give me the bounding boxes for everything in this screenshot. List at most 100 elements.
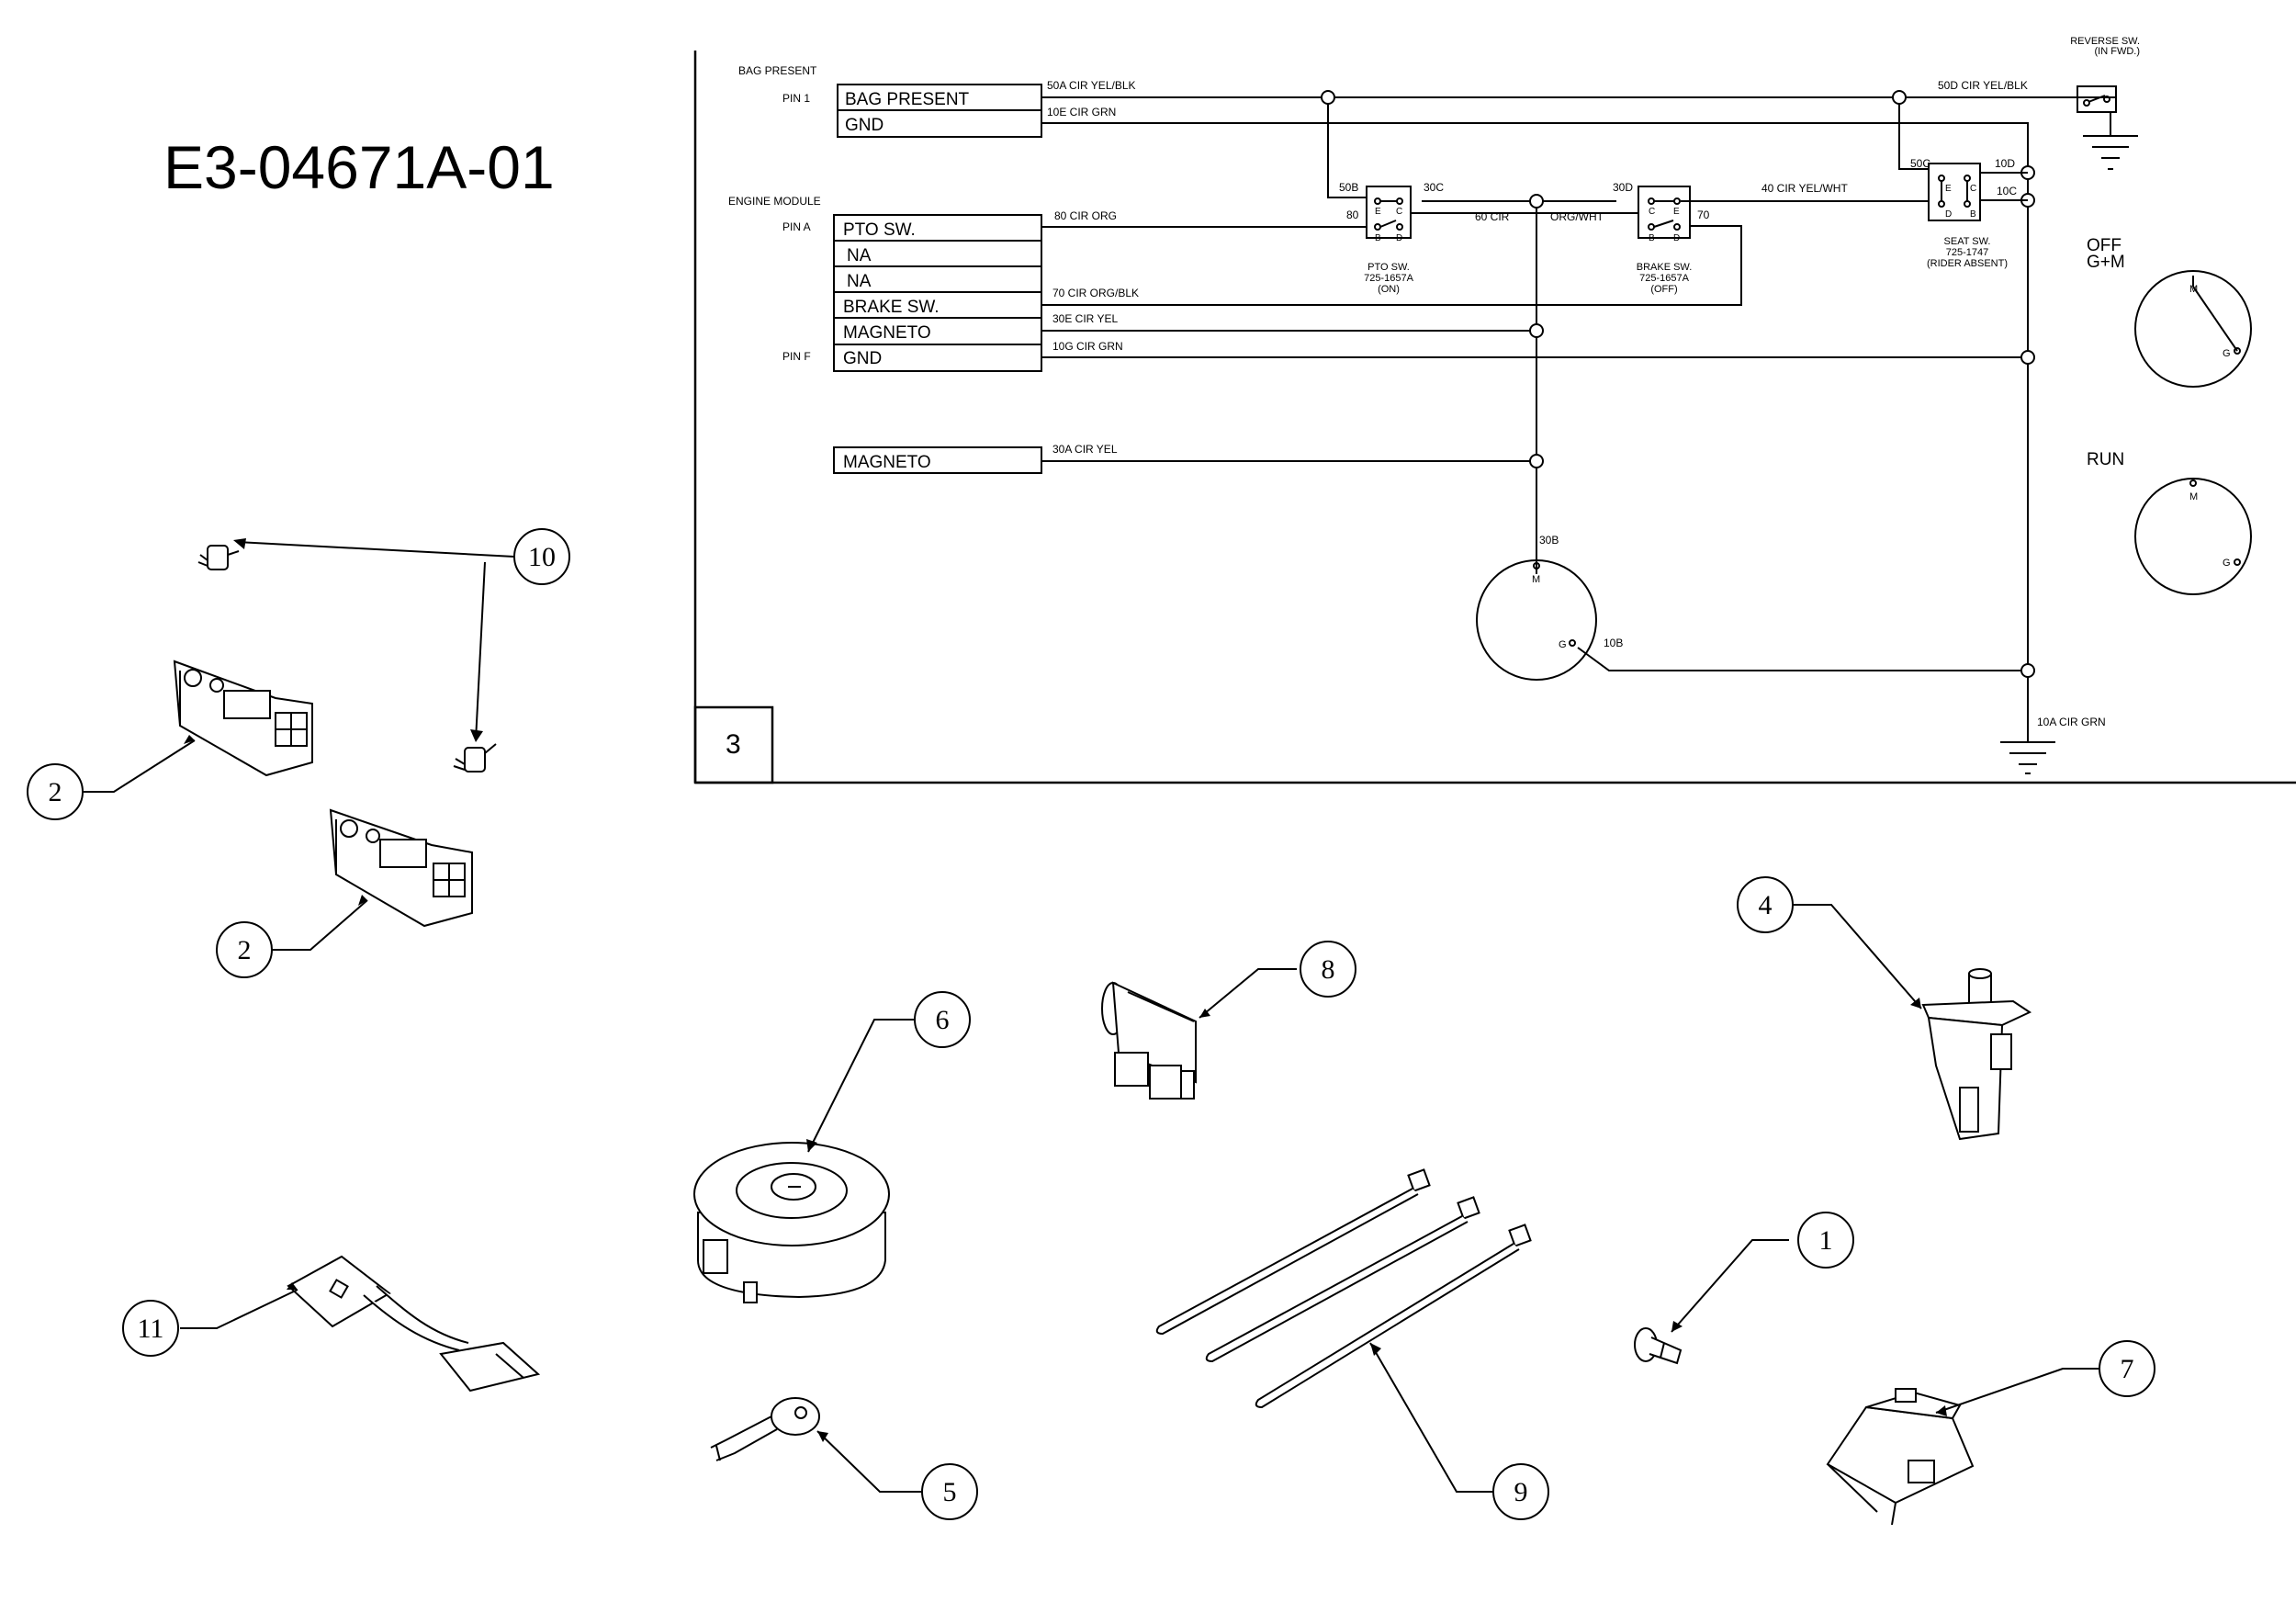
brake-pole-d: D — [1673, 233, 1680, 243]
callout-10-circle — [513, 528, 570, 585]
terminal-50b: 50B — [1339, 181, 1358, 194]
pto-switch-part — [1101, 981, 1197, 1100]
terminal-80: 80 — [1346, 209, 1359, 221]
terminal-10b: 10B — [1604, 637, 1623, 649]
wire-10g: 10G CIR GRN — [1052, 340, 1123, 353]
screw-part — [1634, 1327, 1683, 1365]
bolt-part-top — [197, 545, 240, 570]
magneto-symbol — [1476, 559, 1597, 681]
callout-9: 9 — [1514, 1477, 1528, 1507]
brake-pole-e: E — [1673, 207, 1680, 217]
callout-1-circle — [1797, 1212, 1854, 1269]
reverse-switch-state: (IN FWD.) — [2095, 46, 2140, 57]
run-dial-pole-g: G — [2223, 558, 2231, 569]
ignition-switch-part — [693, 1142, 890, 1303]
callout-2a: 2 — [49, 777, 62, 807]
engine-pin-na-2: NA — [847, 272, 872, 291]
run-dial-pole-m: M — [2189, 491, 2198, 502]
wire-80: 80 CIR ORG — [1054, 209, 1117, 222]
pto-pole-c: C — [1396, 207, 1402, 217]
callout-2b: 2 — [238, 935, 252, 965]
terminal-10d: 10D — [1995, 157, 2015, 170]
magneto-connector-label: MAGNETO — [843, 453, 931, 472]
callout-6: 6 — [936, 1005, 950, 1035]
terminal-10c: 10C — [1997, 185, 2017, 197]
wiring-schematic — [693, 51, 2296, 784]
wire-30e: 30E CIR YEL — [1052, 312, 1118, 325]
engine-pin-pto: PTO SW. — [843, 220, 916, 240]
callout-4: 4 — [1759, 890, 1773, 920]
terminal-70: 70 — [1697, 209, 1710, 221]
engine-pin-magneto: MAGNETO — [843, 323, 931, 343]
ignition-run-dial — [2134, 478, 2252, 595]
pin-1-label: PIN 1 — [782, 92, 810, 105]
pto-switch-label: PTO SW. — [1367, 262, 1410, 273]
callout-8: 8 — [1322, 954, 1335, 985]
magneto-pole-m: M — [1532, 574, 1540, 585]
wire-30a: 30A CIR YEL — [1052, 443, 1118, 456]
seat-pole-c: C — [1970, 184, 1976, 194]
wire-70: 70 CIR ORG/BLK — [1052, 287, 1139, 299]
engine-pin-brake: BRAKE SW. — [843, 298, 940, 317]
schematic-page-number: 3 — [726, 729, 741, 760]
bag-present-header: BAG PRESENT — [738, 64, 817, 77]
callout-4-circle — [1737, 876, 1794, 933]
seat-pole-e: E — [1945, 184, 1952, 194]
harness-connector-2 — [329, 808, 473, 928]
bolt-part-bottom — [453, 743, 497, 773]
bag-present-connector — [837, 84, 1042, 138]
reverse-switch-label: REVERSE SW. — [2070, 36, 2140, 47]
callout-1: 1 — [1819, 1225, 1833, 1256]
callout-7: 7 — [2121, 1354, 2134, 1384]
brake-switch-symbol — [1638, 186, 1691, 239]
wire-60: 60 CIR — [1475, 210, 1510, 223]
terminal-50c: 50C — [1910, 157, 1930, 170]
callout-5: 5 — [943, 1477, 957, 1507]
pto-switch-part: 725-1657A — [1364, 273, 1413, 284]
engine-pin-gnd: GND — [843, 349, 882, 368]
parts-illustrations — [173, 545, 2032, 1526]
pto-switch-symbol — [1366, 186, 1412, 239]
pto-switch-state: (ON) — [1378, 284, 1400, 295]
callout-11-circle — [122, 1300, 179, 1357]
ignition-run-label: RUN — [2087, 450, 2124, 469]
off-dial-pole-g: G — [2223, 348, 2231, 359]
terminal-30b: 30B — [1539, 534, 1559, 547]
connector-block-part — [1826, 1388, 1975, 1526]
callout-leaders — [83, 541, 2099, 1493]
callout-5-circle — [921, 1463, 978, 1520]
pto-pole-b: B — [1375, 233, 1381, 243]
magneto-pole-g: G — [1559, 639, 1567, 650]
callout-bubbles — [27, 528, 2155, 1520]
key-part — [710, 1397, 820, 1461]
off-dial-pole-m: M — [2189, 284, 2198, 295]
brake-switch-part: 725-1657A — [1639, 273, 1689, 284]
brake-pole-c: C — [1649, 207, 1655, 217]
pin-f-label: PIN F — [782, 350, 811, 363]
wire-50d: 50D CIR YEL/BLK — [1938, 79, 2028, 92]
wire-60-color: ORG/WHT — [1550, 210, 1604, 223]
engine-module-connector — [833, 214, 1042, 372]
callout-2a-circle — [27, 763, 84, 820]
brake-switch-label: BRAKE SW. — [1637, 262, 1693, 273]
engine-pin-na-1: NA — [847, 246, 872, 265]
connector-bag-pin-1: BAG PRESENT — [845, 90, 970, 109]
junction-nodes — [1321, 90, 2035, 678]
callout-10: 10 — [528, 542, 556, 572]
callout-8-circle — [1300, 941, 1356, 998]
seat-pole-d: D — [1945, 209, 1952, 220]
callout-11: 11 — [138, 1314, 164, 1344]
callout-6-circle — [914, 991, 971, 1048]
callout-7-circle — [2099, 1340, 2155, 1397]
wires — [1041, 96, 2110, 742]
drawing-number: E3-04671A-01 — [163, 133, 555, 201]
harness-connector-1 — [173, 660, 313, 777]
wire-40: 40 CIR YEL/WHT — [1761, 182, 1848, 195]
ground-symbol — [2000, 741, 2055, 774]
seat-switch-label: SEAT SW. — [1944, 236, 1991, 247]
cable-tie-1 — [1155, 1168, 1431, 1336]
ignition-off-contacts: G+M — [2087, 253, 2125, 272]
connector-bag-pin-2: GND — [845, 116, 884, 135]
seat-switch-symbol — [1928, 163, 2028, 221]
